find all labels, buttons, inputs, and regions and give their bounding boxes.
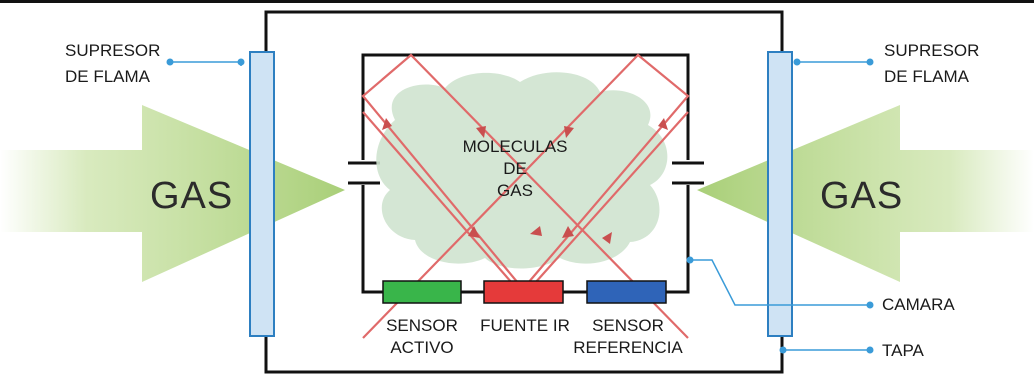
label-gas-right: GAS	[820, 175, 904, 217]
label-supresor-left-1: SUPRESOR	[65, 41, 161, 60]
leader-dots	[166, 58, 874, 354]
active-sensor	[382, 280, 462, 304]
label-supresor-left-2: DE FLAMA	[65, 67, 151, 86]
label-molecules-1: MOLECULAS	[462, 137, 568, 156]
label-supresor-right-1: SUPRESOR	[884, 41, 980, 60]
ir-source	[483, 280, 564, 304]
reference-sensor	[586, 280, 667, 304]
label-tapa: TAPA	[882, 341, 924, 360]
label-molecules-2: DE	[503, 159, 527, 178]
label-fuente-ir: FUENTE IR	[480, 316, 570, 335]
label-gas-left: GAS	[150, 175, 234, 217]
label-sensor-ref-2: REFERENCIA	[573, 338, 683, 357]
ir-beam-paths	[361, 53, 690, 339]
label-sensor-activo-2: ACTIVO	[390, 338, 454, 357]
gas-molecule-cloud	[376, 72, 668, 269]
label-sensor-activo-1: SENSOR	[386, 316, 458, 335]
flame-suppressor-left	[249, 51, 275, 337]
label-supresor-right-2: DE FLAMA	[884, 67, 970, 86]
label-camara: CAMARA	[882, 295, 955, 314]
flame-suppressor-right	[767, 51, 793, 337]
gas-arrow-left	[0, 105, 345, 282]
label-sensor-ref-1: SENSOR	[592, 316, 664, 335]
label-molecules-3: GAS	[497, 181, 533, 200]
ir-beam-arrowheads	[382, 118, 668, 244]
gas-arrow-right	[697, 105, 1034, 282]
top-border	[0, 0, 1034, 3]
